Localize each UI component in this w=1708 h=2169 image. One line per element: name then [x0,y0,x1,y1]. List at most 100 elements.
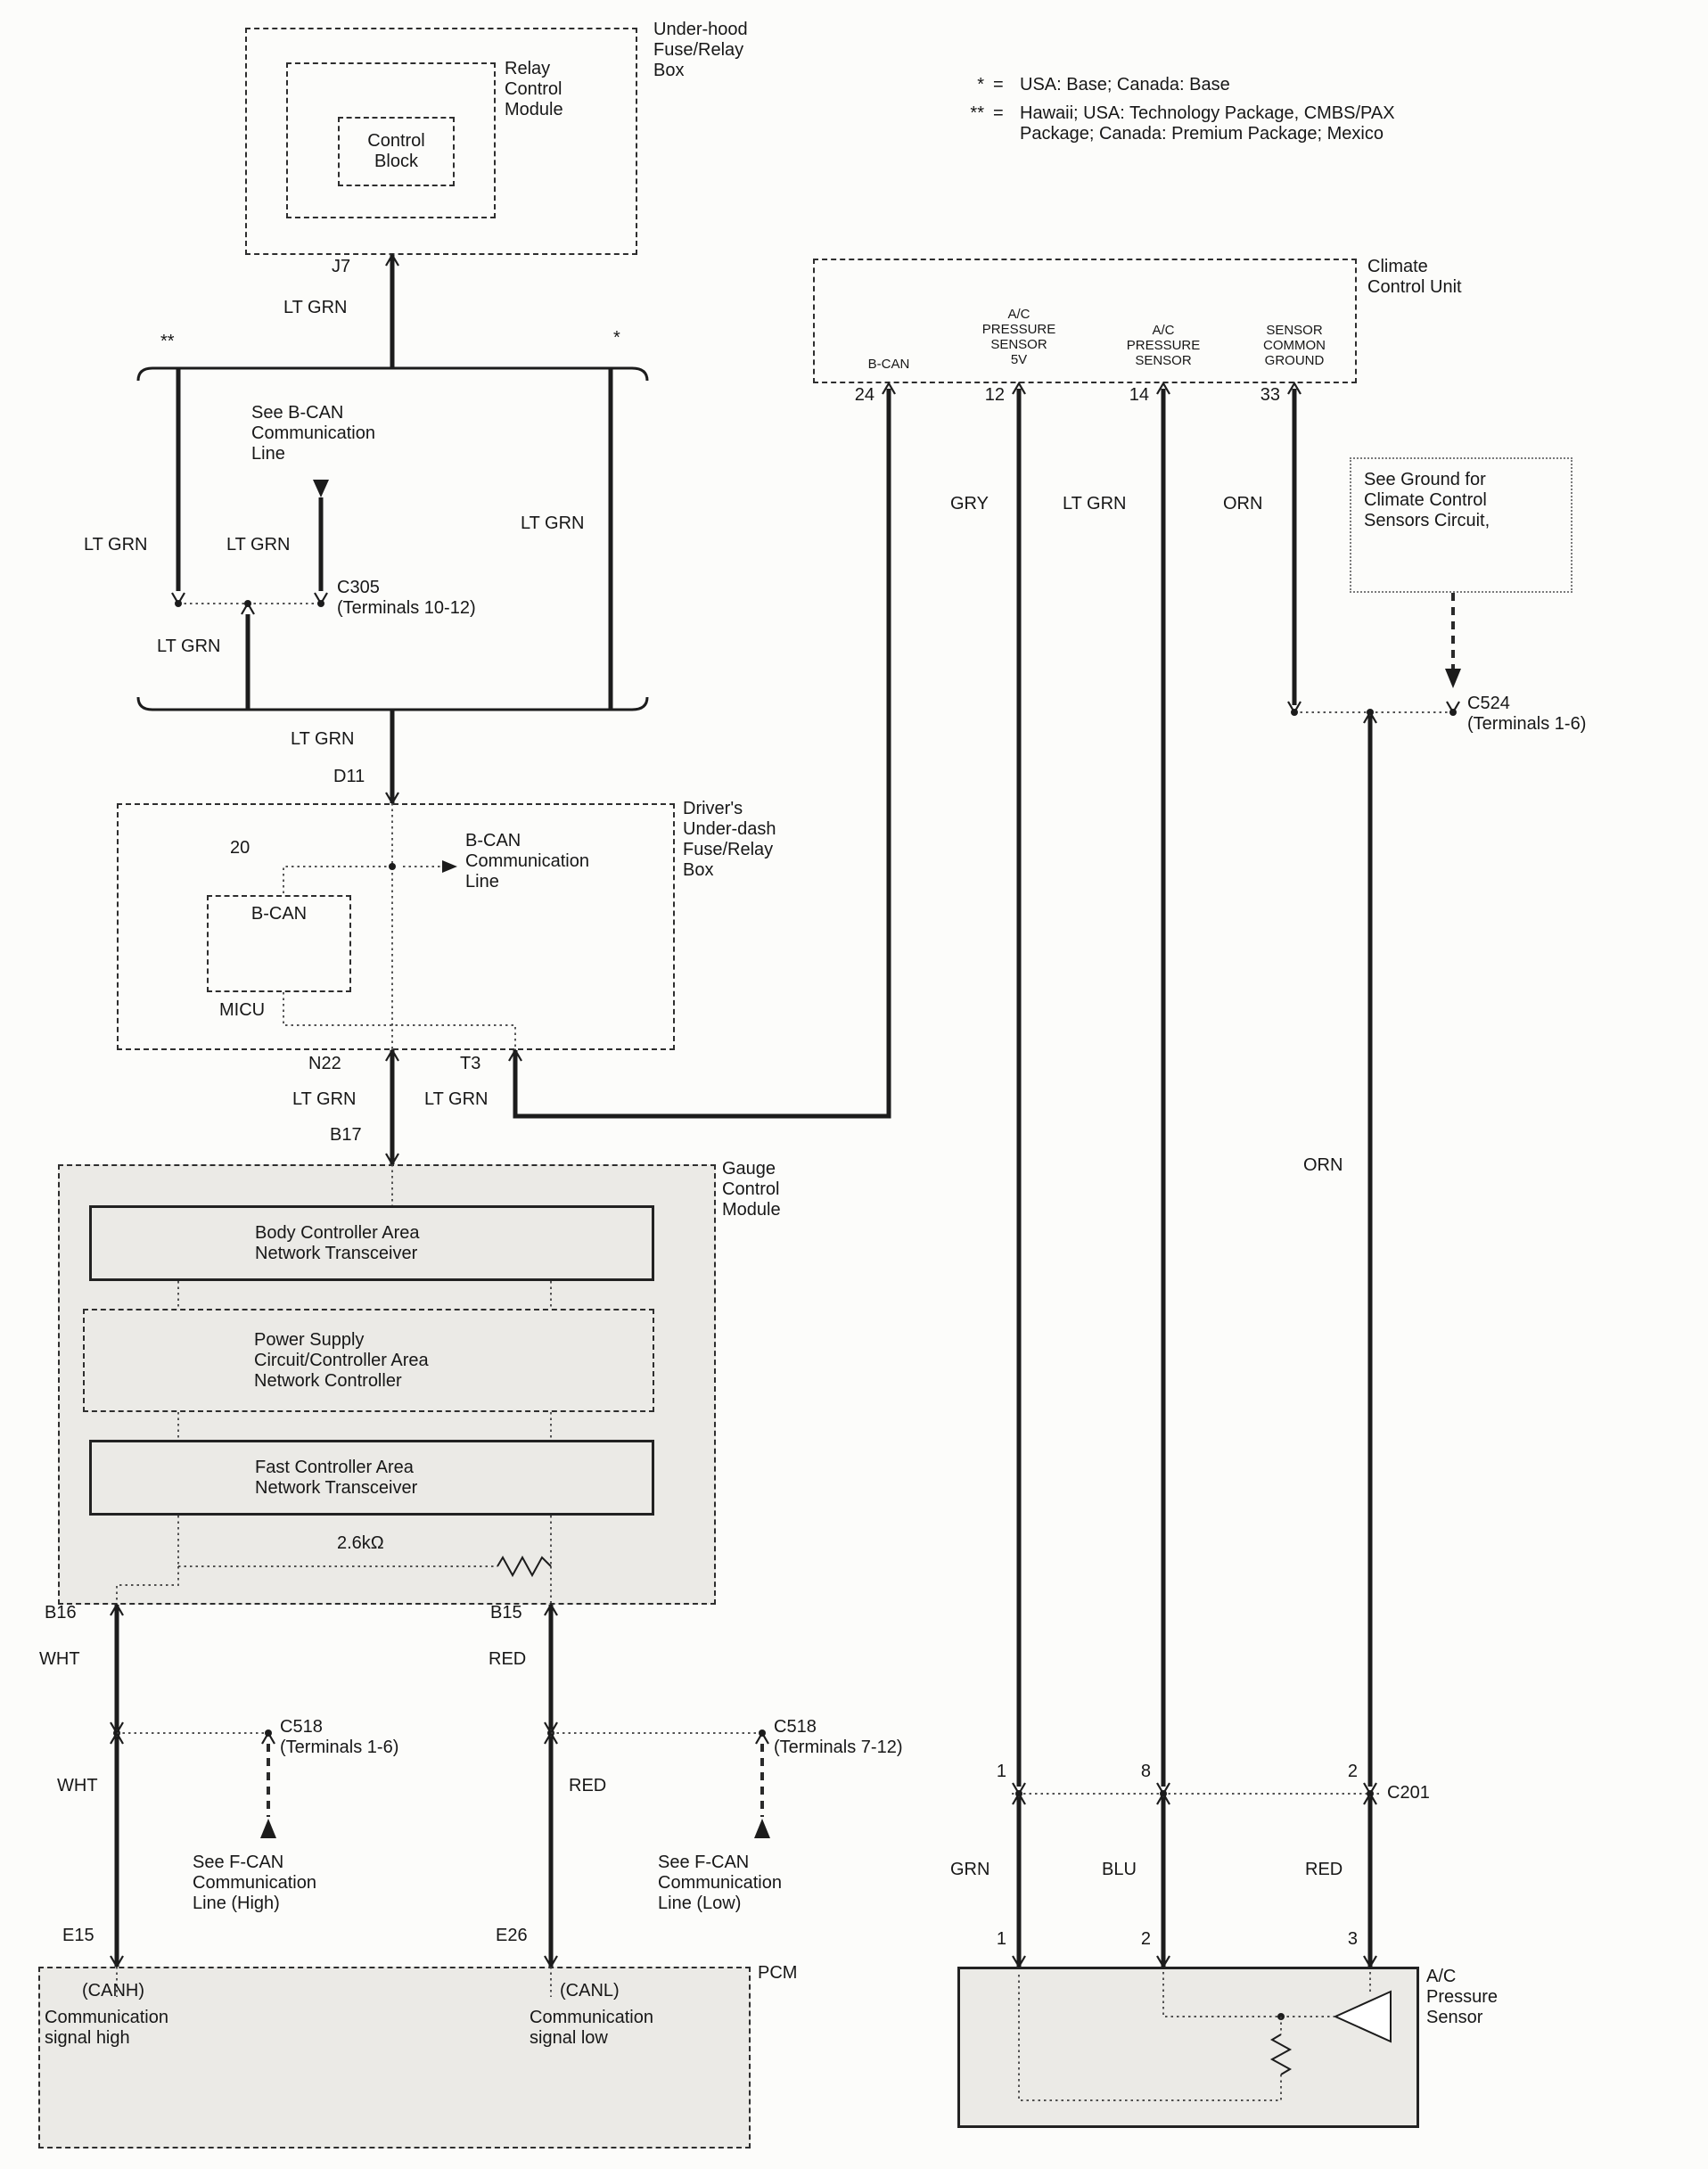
wire-color-blu: BLU [1102,1860,1137,1879]
ground-note-box: See Ground for Climate Control Sensors C… [1350,457,1573,593]
control-block-label: Control Block [367,131,425,171]
fast-can-transceiver-box: Fast Controller Area Network Transceiver [89,1440,654,1516]
pin-ground-number: 33 [1260,385,1280,405]
fcan-high-continuation-arrow [260,1819,276,1838]
legend-text-star: USA: Base; Canada: Base [1020,75,1230,94]
variant-bus-wires [136,366,649,806]
pcm-box [38,1967,751,2148]
pin-ground-label: SENSOR COMMON GROUND [1263,323,1326,368]
sensor-internal-wires [1018,1972,1392,2101]
bcan-unit-box: B-CAN [207,895,351,992]
climate-control-wires [882,381,1461,1969]
legend-marker-star: * [977,75,984,94]
sensor-resistor [1269,2033,1293,2075]
relay-control-module-box [286,62,496,218]
fcan-low-continuation-arrow [754,1819,770,1838]
connector-b17-label: B17 [330,1125,362,1145]
signal-low-label: Communication signal low [530,2008,653,2048]
c518-right-label: C518 (Terminals 7-12) [774,1717,903,1757]
see-fcan-high-note: See F-CAN Communication Line (High) [193,1853,316,1913]
wire-color-t3: LT GRN [424,1089,489,1109]
underhood-wires [385,252,399,368]
c201-pin-2: 2 [1347,1762,1358,1781]
variant-marker-star: * [613,328,620,348]
connector-b16-label: B16 [45,1603,77,1623]
pin-pressure-label: A/C PRESSURE SENSOR [1126,323,1201,368]
connector-b15-label: B15 [490,1603,522,1623]
sensor-pin-2: 2 [1140,1929,1151,1949]
wire-color-orn-mid: ORN [1303,1155,1343,1175]
bcan-comm-arrow [442,860,457,873]
connector-e15-label: E15 [62,1926,94,1945]
control-block-box: Control Block [338,117,455,186]
pin-5v-number: 12 [984,385,1005,405]
wire-color-d11: LT GRN [291,729,355,749]
canh-label: (CANH) [82,1981,144,2001]
c305-connector-label: C305 (Terminals 10-12) [337,578,476,618]
fast-can-transceiver-label: Fast Controller Area Network Transceiver [255,1457,418,1498]
sensor-pin-1: 1 [996,1929,1006,1949]
underhood-fuse-relay-box [245,28,637,255]
see-fcan-low-note: See F-CAN Communication Line (Low) [658,1853,782,1913]
pin-pressure-number: 14 [1129,385,1149,405]
wire-color-n22: LT GRN [292,1089,357,1109]
c201-connector-label: C201 [1387,1783,1430,1803]
wire-color-red-lower: RED [569,1776,607,1795]
legend-eq-double-star: = [993,103,1004,123]
gauge-internal-wires [110,1164,558,1616]
pin-bcan-label: B-CAN [867,357,910,372]
ground-note-text: See Ground for Climate Control Sensors C… [1364,470,1490,530]
bus-brace-top [136,366,649,382]
power-supply-can-controller-label: Power Supply Circuit/Controller Area Net… [254,1329,429,1391]
fcan-wires [110,1605,770,1969]
wire-color-right-branch: LT GRN [521,513,585,533]
wire-color-j7: LT GRN [283,298,348,317]
c524-connector-label: C524 (Terminals 1-6) [1467,694,1587,734]
connector-n22-label: N22 [308,1054,341,1073]
sensor-pin-3: 3 [1347,1929,1358,1949]
resistor-value-label: 2.6kΩ [337,1533,384,1553]
gauge-control-module-box [58,1164,716,1605]
gauge-module-box-label: Gauge Control Module [722,1159,781,1220]
c518-left-label: C518 (Terminals 1-6) [280,1717,399,1757]
body-can-transceiver-label: Body Controller Area Network Transceiver [255,1222,420,1263]
terminal-20-label: 20 [230,838,250,858]
pcm-internal-wires [116,1967,552,1997]
see-bcan-note: See B-CAN Communication Line [251,403,375,464]
connector-e26-label: E26 [496,1926,528,1945]
bcan-continuation-arrow [313,480,329,497]
climate-control-unit-box [813,259,1357,383]
connector-d11-label: D11 [333,767,365,786]
connector-t3-label: T3 [460,1054,481,1073]
ground-continuation-arrow [1445,669,1461,688]
bcan-unit-label: B-CAN [250,904,308,924]
terminating-resistor [497,1555,552,1578]
wire-color-red-sensor: RED [1305,1860,1343,1879]
underdash-box-label: Driver's Under-dash Fuse/Relay Box [683,799,776,880]
wire-color-mid-branch: LT GRN [226,535,291,555]
wire-color-left-branch: LT GRN [84,535,148,555]
pcm-box-label: PCM [758,1963,798,1983]
underhood-box-label: Under-hood Fuse/Relay Box [653,20,748,80]
c201-pin-8: 8 [1140,1762,1151,1781]
c201-pin-1: 1 [996,1762,1006,1781]
signal-high-label: Communication signal high [45,2008,168,2048]
canl-label: (CANL) [560,1981,620,2001]
variant-marker-double-star: ** [160,332,175,351]
underdash-fuse-relay-box [117,803,675,1050]
wire-color-gry: GRY [950,494,989,513]
relay-control-module-label: Relay Control Module [505,59,563,119]
micu-label: MICU [219,1000,266,1020]
wire-color-orn-ccu: ORN [1223,494,1263,513]
wire-color-wht-lower: WHT [57,1776,98,1795]
bcan-trunk-wire [385,389,891,1167]
pin-bcan-number: 24 [854,385,875,405]
wire-color-exit-branch: LT GRN [157,637,221,656]
legend-eq-star: = [993,75,1004,94]
climate-control-box-label: Climate Control Unit [1367,257,1462,297]
bus-brace-bottom [136,696,649,711]
wire-color-red-upper: RED [489,1649,527,1669]
power-supply-can-controller-box: Power Supply Circuit/Controller Area Net… [83,1309,654,1412]
